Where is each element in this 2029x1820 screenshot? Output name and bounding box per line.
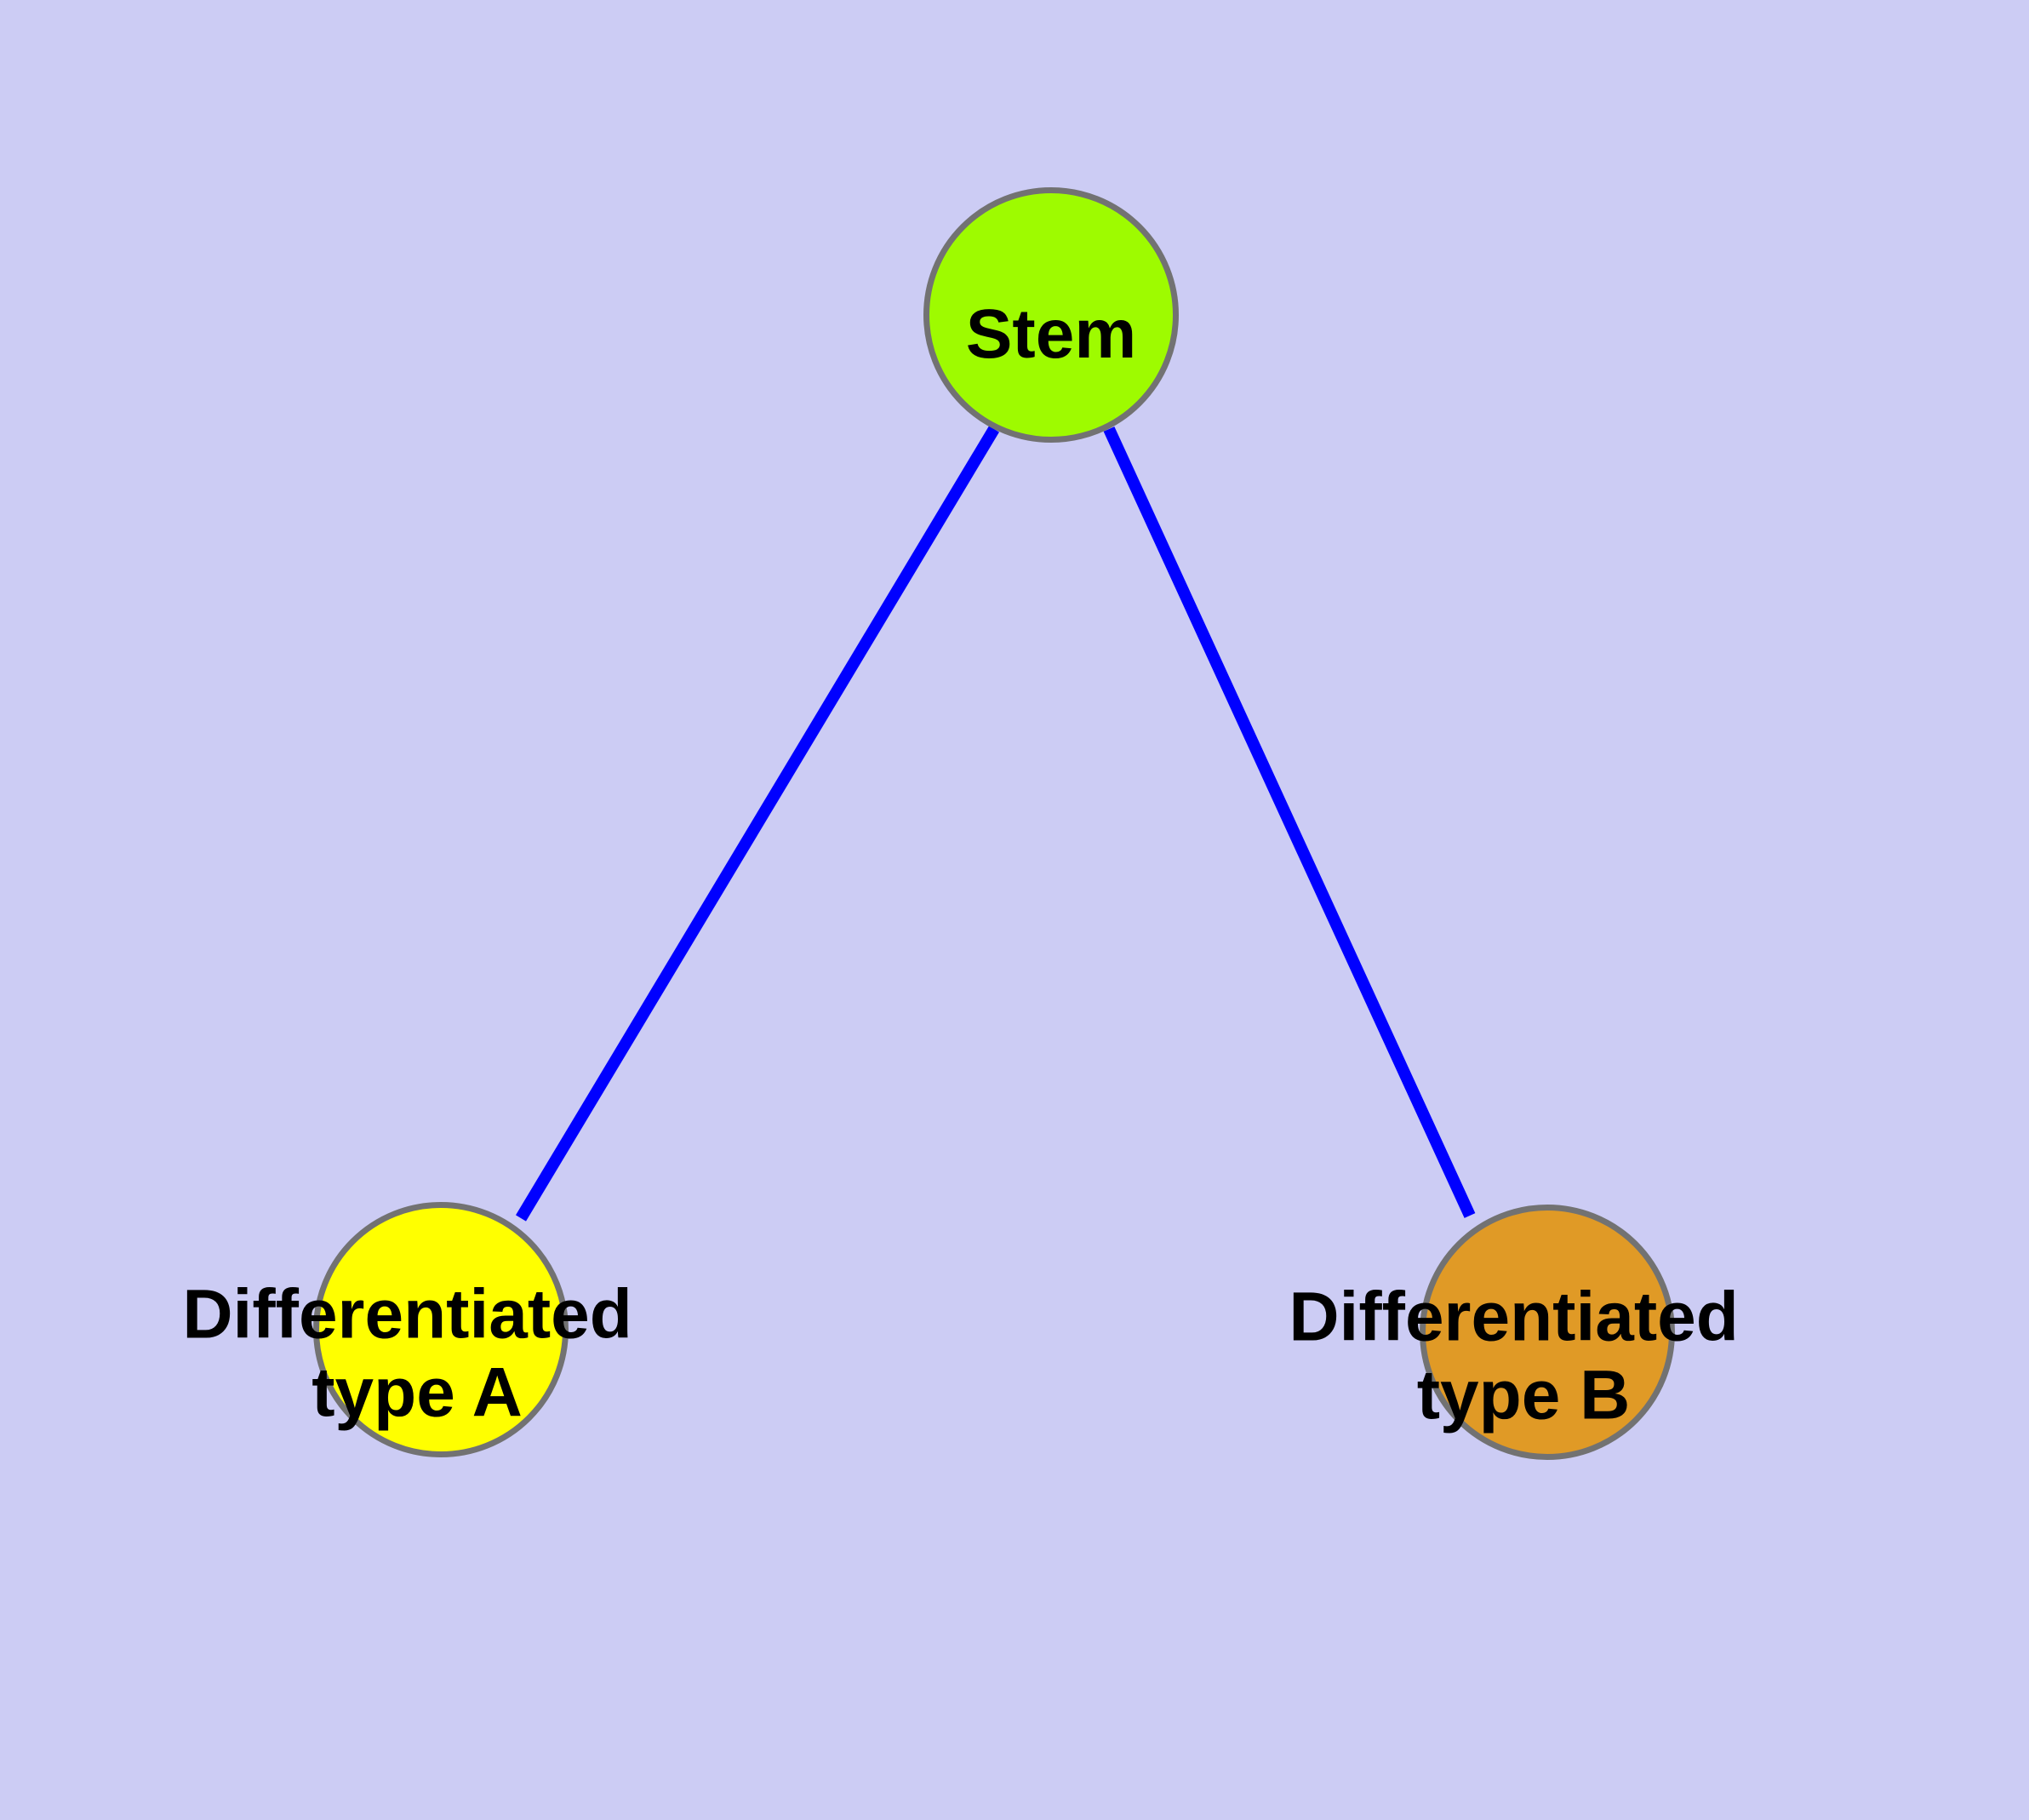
node-differentiated-type-a[interactable]: Differentiated type A	[182, 1202, 651, 1457]
edge-stem-to-differentiated-type-b[interactable]	[1103, 426, 1476, 1218]
node-differentiated-type-b-circle[interactable]	[1420, 1205, 1675, 1460]
node-differentiated-type-b-label: Differentiated type B	[1289, 1278, 1758, 1434]
edge-layer	[515, 426, 1476, 1222]
node-differentiated-type-a-label-line-1: Differentiated	[182, 1275, 632, 1353]
node-stem[interactable]: Stem	[923, 187, 1179, 443]
node-stem-label: Stem	[966, 295, 1137, 373]
node-differentiated-type-b[interactable]: Differentiated type B	[1289, 1205, 1758, 1460]
node-differentiated-type-a-label-line-2: type A	[311, 1354, 523, 1431]
node-stem-label-line-1: Stem	[966, 295, 1137, 373]
node-differentiated-type-b-label-line-2: type B	[1417, 1356, 1631, 1434]
node-differentiated-type-b-label-line-1: Differentiated	[1289, 1278, 1739, 1355]
node-stem-circle[interactable]	[923, 187, 1179, 443]
node-differentiated-type-a-label: Differentiated type A	[182, 1275, 651, 1431]
node-differentiated-type-a-circle[interactable]	[313, 1202, 569, 1457]
edge-stem-to-differentiated-type-a[interactable]	[515, 426, 1000, 1222]
